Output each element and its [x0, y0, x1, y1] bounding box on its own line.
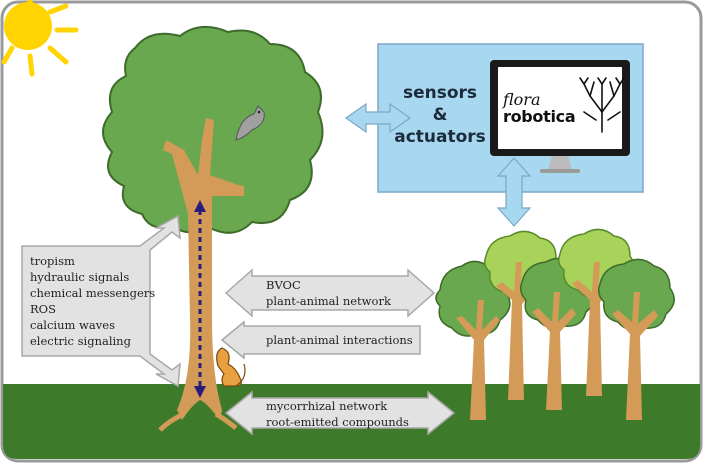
forest-tree — [597, 258, 675, 420]
signal-item: ROS — [30, 302, 56, 316]
internal-signals-list: tropism hydraulic signals chemical messe… — [30, 253, 155, 349]
signal-item: electric signaling — [30, 334, 131, 348]
caption-line-2: & — [432, 105, 448, 125]
caption-line-1: sensors — [402, 83, 478, 103]
bird-icon — [235, 105, 265, 141]
underground-line: mycorrhizal network — [266, 399, 388, 413]
main-tree — [102, 25, 324, 432]
bvoc-arrow — [224, 268, 436, 318]
underground-label: mycorrhizal network root-emitted compoun… — [266, 398, 409, 430]
internal-signal-arrow — [194, 200, 206, 398]
signal-item: hydraulic signals — [30, 270, 130, 284]
sensors-actuators-caption: sensors & actuators — [388, 82, 492, 148]
signal-item: tropism — [30, 254, 75, 268]
panel-forest-arrow — [496, 157, 532, 227]
sun-icon — [1, 0, 79, 77]
squirrel-icon — [216, 347, 246, 387]
interactions-arrow — [220, 320, 421, 360]
airborne-line: BVOC — [266, 278, 301, 292]
logo-text-robotica: robotica — [503, 107, 576, 126]
main-tree-trunk — [163, 118, 244, 420]
signal-item: chemical messengers — [30, 286, 156, 300]
signal-item: calcium waves — [30, 318, 115, 332]
caption-line-3: actuators — [394, 127, 486, 147]
logo-text-flora: flora — [503, 90, 541, 109]
forest — [435, 228, 675, 420]
underground-line: root-emitted compounds — [266, 415, 409, 429]
airborne-label: BVOC plant-animal network — [266, 277, 391, 309]
interactions-label: plant-animal interactions — [266, 333, 413, 347]
robot-tree-logo-icon — [579, 77, 625, 133]
airborne-line: plant-animal network — [266, 294, 391, 308]
internal-signals-callout — [21, 214, 181, 388]
mycorrhizal-arrow — [224, 390, 456, 436]
panel-tree-arrow — [344, 102, 412, 134]
monitor-icon — [490, 60, 630, 173]
